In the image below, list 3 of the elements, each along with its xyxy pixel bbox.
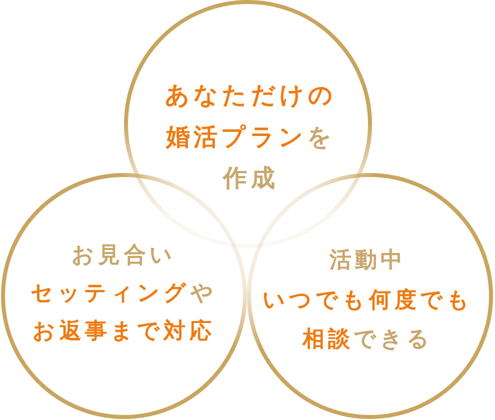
circle-label: あなただけの婚活プランを作成 (164, 81, 337, 192)
circle-label: お見合いセッティングやお返事まで対応 (30, 243, 217, 344)
circle-label: 活動中いつでも何度でも相談できる (262, 248, 474, 352)
